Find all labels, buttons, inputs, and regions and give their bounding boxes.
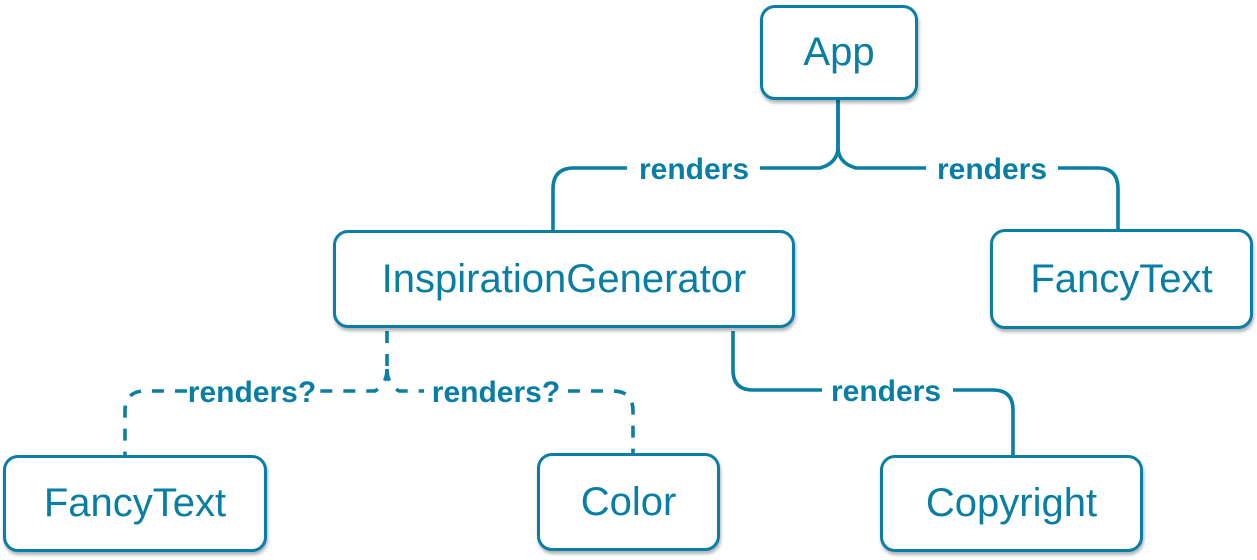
- edge-inspirationgenerator-fancytext-start: [318, 368, 389, 393]
- edge-inspirationgenerator-color-start: [385, 368, 424, 393]
- node-copyright-label: Copyright: [925, 481, 1098, 525]
- node-fancy-text-bottom-label: FancyText: [43, 481, 227, 525]
- edge-app-inspirationgenerator-start: [760, 100, 840, 170]
- edge-label-renders-right: renders: [937, 153, 1047, 186]
- node-color: Color: [537, 453, 720, 551]
- edge-app-fancytext-end: [1058, 166, 1120, 230]
- edge-label-renders-question-right: renders?: [432, 376, 560, 409]
- edge-label-renders-copyright: renders: [831, 375, 941, 408]
- edge-inspirationgenerator-color-end: [568, 389, 635, 454]
- edge-label-renders-question-left: renders?: [188, 376, 316, 409]
- edge-inspirationgenerator-copyright-end: [953, 388, 1015, 456]
- edge-label-renders-left: renders: [639, 153, 749, 186]
- node-inspiration-generator-label: InspirationGenerator: [381, 256, 747, 301]
- node-copyright: Copyright: [880, 455, 1143, 552]
- node-fancy-text-top: FancyText: [990, 229, 1253, 329]
- node-fancy-text-bottom: FancyText: [3, 455, 267, 552]
- edge-app-fancytext-start: [836, 100, 926, 170]
- edge-inspirationgenerator-fancytext-end: [123, 389, 187, 456]
- node-fancy-text-top-label: FancyText: [1030, 256, 1213, 301]
- edge-inspirationgenerator-copyright-start: [731, 331, 822, 392]
- node-color-label: Color: [580, 479, 677, 524]
- node-inspiration-generator: InspirationGenerator: [333, 230, 795, 328]
- edge-app-inspirationgenerator-end: [551, 166, 627, 231]
- node-app: App: [760, 5, 918, 100]
- node-app-label: App: [803, 30, 875, 74]
